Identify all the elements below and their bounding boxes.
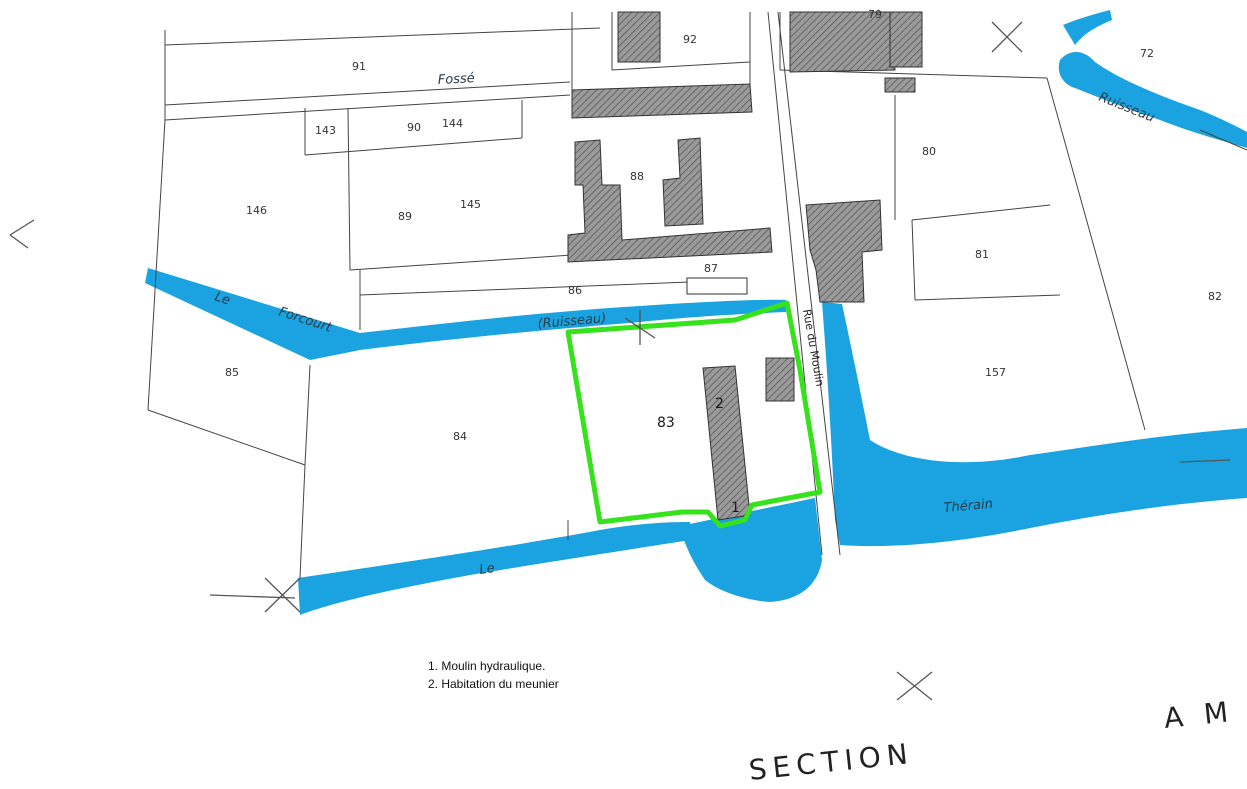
label-le-bottom: Le bbox=[478, 561, 495, 578]
parcel-label-144: 144 bbox=[442, 117, 463, 130]
parcel-label-79: 79 bbox=[868, 8, 882, 21]
building-annex bbox=[765, 357, 795, 402]
parcel-label-90: 90 bbox=[407, 121, 421, 134]
parcel-label-145: 145 bbox=[460, 198, 481, 211]
building-79 bbox=[789, 11, 896, 73]
parcel-numbers: 91 92 79 72 143 90 144 146 89 145 88 80 … bbox=[225, 8, 1222, 516]
parcel-label-82: 82 bbox=[1208, 290, 1222, 303]
parcel-label-84: 84 bbox=[453, 430, 467, 443]
water-bodies bbox=[145, 10, 1247, 615]
parcel-label-80: 80 bbox=[922, 145, 936, 158]
parcel-label-72: 72 bbox=[1140, 47, 1154, 60]
parcel-label-157: 157 bbox=[985, 366, 1006, 379]
legend-item-2: 2. Habitation du meunier bbox=[428, 677, 559, 691]
parcel-label-146: 146 bbox=[246, 204, 267, 217]
parcel-label-81: 81 bbox=[975, 248, 989, 261]
parcel-label-86: 86 bbox=[568, 284, 582, 297]
building-label-1: 1 bbox=[731, 500, 740, 516]
water-ruisseau-top-left bbox=[1063, 10, 1112, 45]
building-79b bbox=[889, 11, 923, 68]
parcel-label-91: 91 bbox=[352, 60, 366, 73]
building-92 bbox=[617, 11, 661, 63]
building-mill-house bbox=[702, 365, 751, 521]
buildings bbox=[567, 11, 923, 521]
label-le-left: Le bbox=[213, 290, 232, 309]
parcel-label-88: 88 bbox=[630, 170, 644, 183]
section-letters: A M bbox=[1162, 695, 1235, 735]
parcel-87-box bbox=[686, 277, 748, 295]
label-fosse: Fossé bbox=[437, 71, 475, 88]
label-ruisseau-mid: (Ruisseau) bbox=[537, 311, 607, 332]
map-legend: 1. Moulin hydraulique. 2. Habitation du … bbox=[428, 659, 559, 691]
section-word: SECTION bbox=[747, 737, 915, 787]
parcel-label-92: 92 bbox=[683, 33, 697, 46]
parcel-label-83: 83 bbox=[657, 415, 675, 431]
water-therain bbox=[822, 302, 1247, 547]
building-road-east bbox=[805, 199, 883, 303]
building-row-top bbox=[571, 83, 753, 119]
legend-item-1: 1. Moulin hydraulique. bbox=[428, 659, 545, 673]
water-river-le bbox=[298, 522, 690, 615]
boundary-markers bbox=[9, 21, 1231, 701]
building-80 bbox=[884, 77, 916, 93]
building-88-right bbox=[662, 137, 704, 227]
parcel-label-85: 85 bbox=[225, 366, 239, 379]
water-ruisseau-forcourt bbox=[145, 268, 786, 360]
building-label-2: 2 bbox=[715, 396, 724, 412]
section-title: SECTION A M bbox=[747, 695, 1235, 787]
building-88-left bbox=[567, 139, 773, 263]
parcel-label-87: 87 bbox=[704, 262, 718, 275]
label-therain: Thérain bbox=[943, 497, 993, 516]
highlighted-parcel-83 bbox=[565, 300, 823, 529]
parcel-label-143: 143 bbox=[315, 124, 336, 137]
water-ruisseau-top bbox=[1058, 51, 1247, 148]
parcel-label-89: 89 bbox=[398, 210, 412, 223]
